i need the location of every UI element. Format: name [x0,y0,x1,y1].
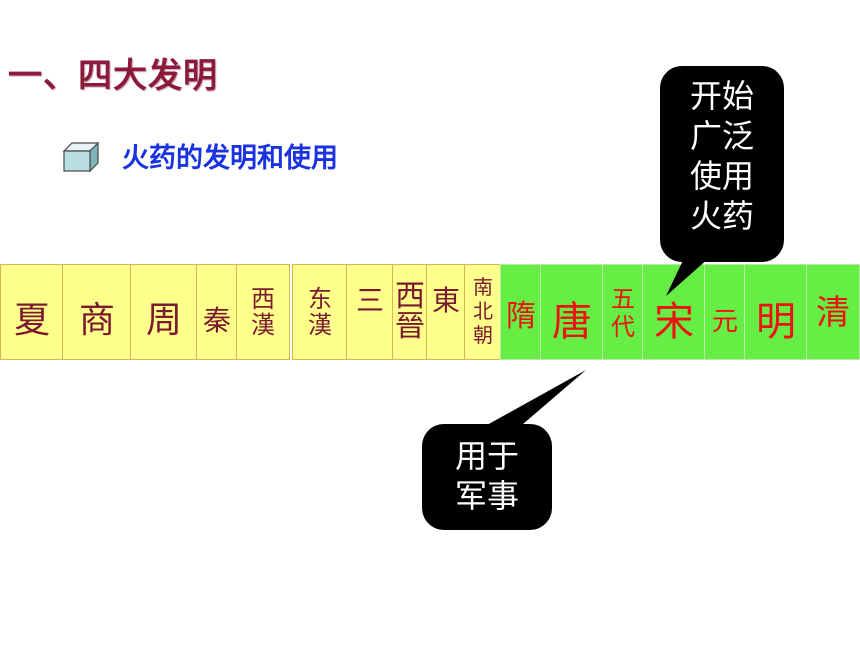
dynasty-eastern-jin: 東 [426,264,466,360]
dynasty-five-dynasties: 五 代 [602,264,644,360]
dynasty-label: 元 [711,307,738,337]
dynasty-label: 宋 [654,299,694,345]
dynasty-label: 隋 [506,299,536,334]
dynasty-label: 南 [473,275,493,299]
dynasty-label: 商 [78,300,115,341]
dynasty-label: 五 [611,285,635,313]
dynasty-three-kingdoms: 三 [346,264,394,360]
dynasty-label: 周 [145,300,182,341]
dynasty-label: 漢 [251,311,275,339]
dynasty-label: 西 [251,285,275,313]
callout-line: 使用 [689,157,754,195]
dynasty-qin: 秦 [196,264,238,360]
dynasty-sui: 隋 [500,264,542,360]
dynasty-label: 三 [355,284,384,317]
dynasty-label: 東 [431,284,460,317]
dynasty-label: 漢 [308,311,332,339]
dynasty-label: 明 [756,299,796,345]
callout-line: 军事 [454,477,519,515]
dynasty-qing: 清 [806,264,860,360]
dynasty-western-han: 西 漢 [236,264,290,360]
dynasty-xia: 夏 [0,264,64,360]
dynasty-label: 晉 [395,309,425,344]
dynasty-label: 西 [395,279,425,314]
callout-widely-used: 开始 广泛 使用 火药 [660,66,784,262]
dynasty-label: 秦 [202,304,231,337]
cube-icon [62,141,100,173]
dynasty-tang: 唐 [540,264,604,360]
dynasty-southern-northern: 南 北 朝 [464,264,502,360]
callout-bottom-tail [478,370,586,430]
callout-line: 广泛 [689,117,754,155]
callout-line: 火药 [689,197,754,235]
callout-line: 开始 [689,77,754,115]
dynasty-yuan: 元 [704,264,746,360]
dynasty-label: 唐 [552,299,592,345]
dynasty-label: 东 [308,285,332,313]
dynasty-eastern-han: 东 漢 [292,264,348,360]
dynasty-song: 宋 [642,264,706,360]
dynasty-zhou: 周 [130,264,198,360]
dynasty-label: 北 [473,299,493,323]
callout-line: 用于 [454,437,519,475]
callout-military-use: 用于 军事 [422,424,552,530]
dynasty-ming: 明 [744,264,808,360]
dynasty-label: 清 [816,293,850,333]
dynasty-label: 代 [611,313,635,341]
dynasty-label: 夏 [13,300,50,341]
dynasty-shang: 商 [62,264,132,360]
page-title: 一、四大发明 [8,56,218,96]
subtitle: 火药的发明和使用 [122,143,338,174]
dynasty-western-jin: 西 晉 [392,264,428,360]
dynasty-label: 朝 [473,323,493,347]
